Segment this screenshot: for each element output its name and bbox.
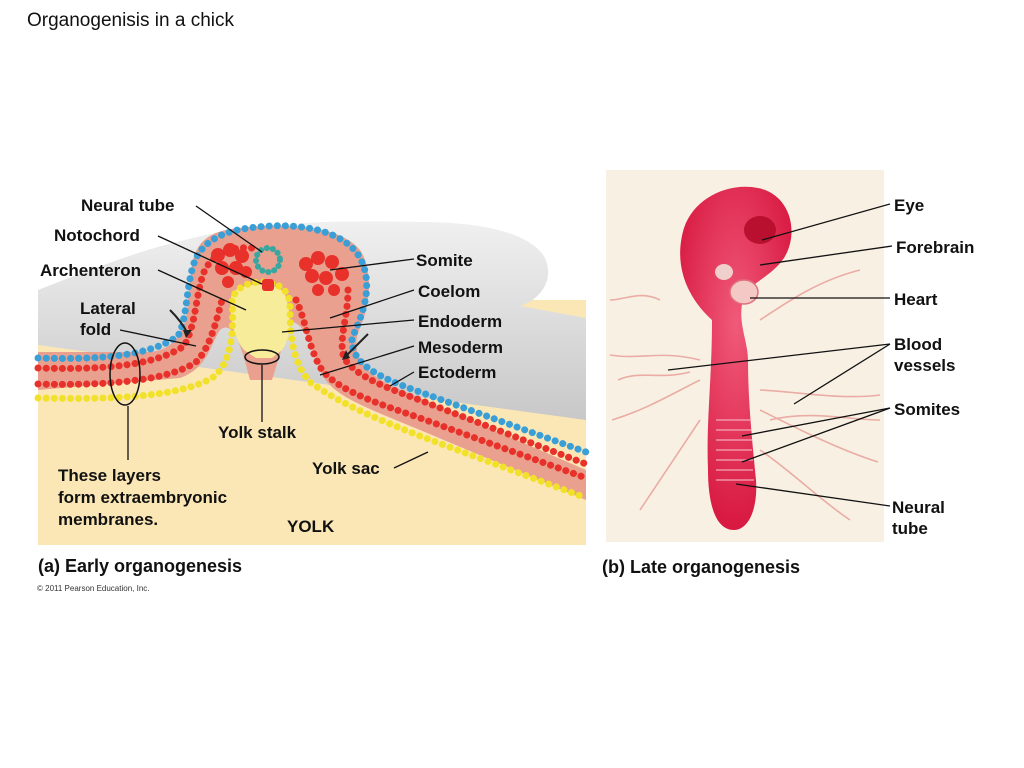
label-notochord: Notochord: [54, 226, 140, 245]
label-extraembryonic-line1: These layers: [58, 466, 162, 485]
label-extraembryonic-line3: membranes.: [58, 510, 159, 529]
label-coelom: Coelom: [418, 282, 481, 301]
label-yolk: YOLK: [287, 517, 335, 536]
panel-b-late-organogenesis: [606, 170, 893, 542]
neural-tube-shape: [253, 245, 283, 275]
yolk-stalk-marker: [244, 349, 280, 365]
slide-title: Organogenisis in a chick: [27, 10, 234, 31]
somite-right: [299, 251, 349, 296]
vessel-network: [609, 269, 881, 521]
label-forebrain: Forebrain: [896, 238, 975, 257]
label-blood-vessels-line1: Blood: [894, 335, 943, 354]
label-archenteron: Archenteron: [40, 261, 142, 280]
notochord-shape: [262, 279, 274, 291]
label-somites: Somites: [894, 400, 961, 419]
label-heart: Heart: [894, 290, 938, 309]
label-extraembryonic-line2: form extraembryonic: [58, 488, 228, 507]
label-yolk-stalk: Yolk stalk: [218, 423, 297, 442]
extraembryonic-marker: [109, 342, 141, 406]
label-yolk-sac: Yolk sac: [312, 459, 380, 478]
label-lateral-fold-line1: Lateral: [80, 299, 136, 318]
endoderm-line: [34, 278, 590, 502]
somite-stripes: [716, 419, 754, 481]
archenteron-cavity: [230, 284, 290, 358]
label-blood-vessels-line2: vessels: [894, 356, 956, 375]
label-ectoderm: Ectoderm: [418, 363, 497, 382]
panel-b-leader-lines: [667, 203, 893, 507]
label-neural-tube: Neural tube: [81, 196, 175, 215]
label-somite: Somite: [416, 251, 473, 270]
embryo-body: [680, 186, 792, 530]
caption-panel-a: (a) Early organogenesis: [38, 556, 243, 576]
mesoderm-line-right-upper: [338, 286, 590, 468]
copyright-notice: © 2011 Pearson Education, Inc.: [37, 584, 150, 593]
label-mesoderm: Mesoderm: [418, 338, 504, 357]
label-neural-tube-b-line2: tube: [892, 519, 928, 538]
panel-a-early-organogenesis: [34, 205, 590, 545]
heart-shape: [729, 279, 759, 305]
label-lateral-fold-line2: fold: [80, 320, 112, 339]
label-endoderm: Endoderm: [418, 312, 503, 331]
panel-a-leader-lines: [119, 205, 429, 469]
label-eye: Eye: [894, 196, 925, 215]
caption-panel-b: (b) Late organogenesis: [602, 557, 801, 577]
label-neural-tube-b-line1: Neural: [892, 498, 945, 517]
mesoderm-line-left-lower: [34, 296, 226, 388]
heart-chamber-shape: [715, 264, 733, 280]
eye-shape: [744, 216, 776, 244]
